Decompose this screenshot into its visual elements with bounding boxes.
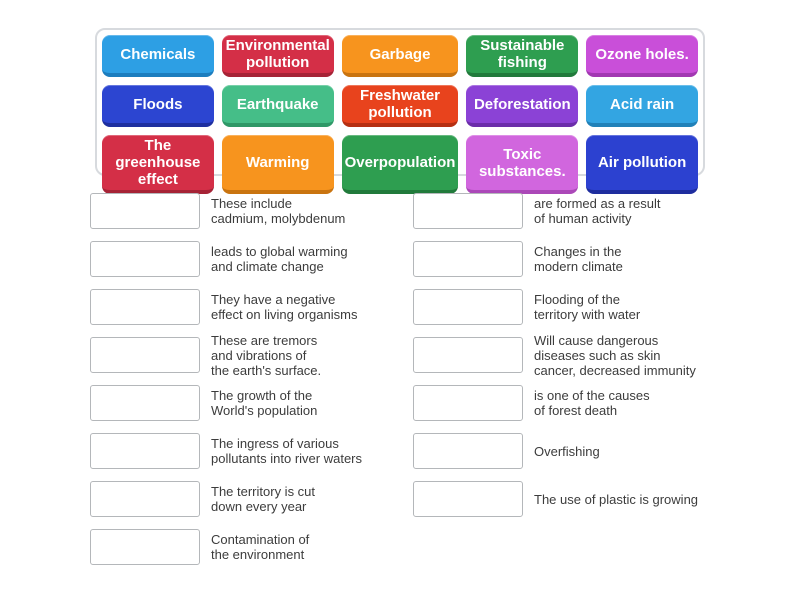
word-tile-ozone-holes[interactable]: Ozone holes. (586, 35, 698, 77)
match-row: Contamination of the environment (90, 529, 362, 565)
answer-slot[interactable] (413, 289, 523, 325)
clue-text: Contamination of the environment (211, 532, 310, 562)
word-tile-floods[interactable]: Floods (102, 85, 214, 127)
answer-slot[interactable] (90, 193, 200, 229)
match-row: leads to global warming and climate chan… (90, 241, 362, 277)
match-row: Will cause dangerous diseases such as sk… (413, 333, 698, 378)
clue-text: These are tremors and vibrations of the … (211, 332, 322, 378)
answer-slot[interactable] (90, 481, 200, 517)
answer-slot[interactable] (90, 337, 200, 373)
word-tile-acid-rain[interactable]: Acid rain (586, 85, 698, 127)
clue-text: are formed as a result of human activity (534, 196, 661, 226)
match-row: are formed as a result of human activity (413, 193, 698, 229)
answer-slot[interactable] (413, 433, 523, 469)
word-tile-chemicals[interactable]: Chemicals (102, 35, 214, 77)
word-tile-the-greenhouse-effect[interactable]: The greenhouse effect (102, 135, 214, 194)
answer-slot[interactable] (413, 385, 523, 421)
match-row: Flooding of the territory with water (413, 289, 698, 325)
word-tile-earthquake[interactable]: Earthquake (221, 85, 334, 127)
word-tile-air-pollution[interactable]: Air pollution (586, 135, 698, 194)
clue-text: leads to global warming and climate chan… (211, 244, 348, 274)
match-row: These include cadmium, molybdenum (90, 193, 362, 229)
answer-slot[interactable] (90, 385, 200, 421)
clue-text: Overfishing (534, 443, 600, 459)
match-row: The ingress of various pollutants into r… (90, 433, 362, 469)
clue-text: They have a negative effect on living or… (211, 292, 358, 322)
match-row: is one of the causes of forest death (413, 385, 698, 421)
match-row: These are tremors and vibrations of the … (90, 333, 362, 378)
match-column-right: are formed as a result of human activity… (413, 193, 698, 529)
clue-text: Changes in the modern climate (534, 244, 623, 274)
match-column-left: These include cadmium, molybdenum leads … (90, 193, 362, 577)
answer-slot[interactable] (413, 481, 523, 517)
clue-text: The growth of the World's population (211, 388, 318, 418)
clue-text: The territory is cut down every year (211, 484, 316, 514)
word-bank-panel: Chemicals Environmental pollution Garbag… (95, 28, 705, 194)
clue-text: is one of the causes of forest death (534, 388, 650, 418)
answer-slot[interactable] (413, 337, 523, 373)
word-tile-environmental-pollution[interactable]: Environmental pollution (221, 35, 334, 77)
answer-slot[interactable] (413, 193, 523, 229)
answer-slot[interactable] (90, 241, 200, 277)
word-tile-warming[interactable]: Warming (221, 135, 334, 194)
answer-slot[interactable] (90, 433, 200, 469)
match-row: The territory is cut down every year (90, 481, 362, 517)
word-tile-deforestation[interactable]: Deforestation (466, 85, 579, 127)
answer-slot[interactable] (90, 529, 200, 565)
word-bank-grid: Chemicals Environmental pollution Garbag… (102, 35, 698, 194)
match-row: The use of plastic is growing (413, 481, 698, 517)
clue-text: The ingress of various pollutants into r… (211, 436, 363, 466)
word-tile-sustainable-fishing[interactable]: Sustainable fishing (466, 35, 579, 77)
match-row: The growth of the World's population (90, 385, 362, 421)
match-row: Changes in the modern climate (413, 241, 698, 277)
word-tile-garbage[interactable]: Garbage (341, 35, 459, 77)
word-tile-freshwater-pollution[interactable]: Freshwater pollution (341, 85, 459, 127)
match-row: They have a negative effect on living or… (90, 289, 362, 325)
match-row: Overfishing (413, 433, 698, 469)
clue-text: Flooding of the territory with water (534, 292, 641, 322)
word-tile-toxic-substances[interactable]: Toxic substances. (466, 135, 579, 194)
answer-slot[interactable] (413, 241, 523, 277)
clue-text: The use of plastic is growing (534, 491, 699, 507)
clue-text: Will cause dangerous diseases such as sk… (534, 332, 696, 378)
answer-slot[interactable] (90, 289, 200, 325)
clue-text: These include cadmium, molybdenum (211, 196, 346, 226)
word-tile-overpopulation[interactable]: Overpopulation (341, 135, 459, 194)
